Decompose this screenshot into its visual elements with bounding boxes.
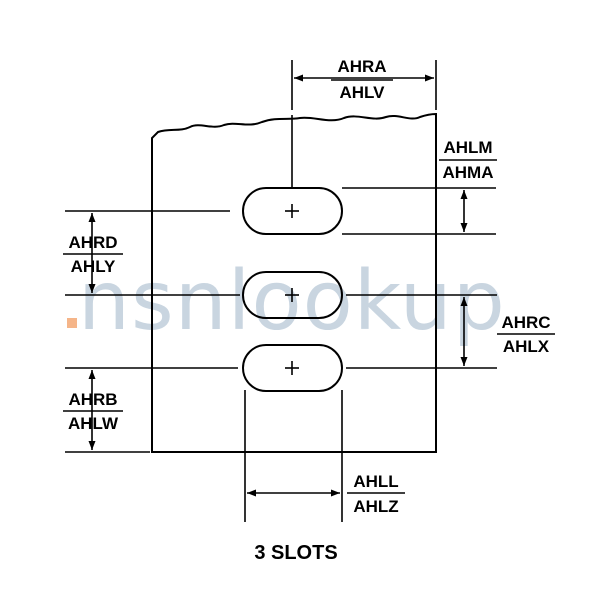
slot-top	[242, 187, 343, 235]
label-slot-height-2: AHMA	[443, 163, 494, 182]
label-bottom-offset-1: AHRB	[68, 390, 117, 409]
label-top-width-2: AHLV	[339, 83, 385, 102]
part-outline	[151, 112, 437, 453]
label-top-width-1: AHRA	[337, 57, 386, 76]
dimension-top-width: AHRA AHLV	[291, 57, 437, 110]
label-slot-length-2: AHLZ	[353, 497, 398, 516]
label-slot-length-1: AHLL	[353, 472, 398, 491]
centerlines	[65, 115, 497, 369]
slot-middle	[242, 271, 343, 319]
watermark-dot	[67, 318, 77, 328]
dimension-slot-pitch: AHRC AHLX	[460, 297, 555, 366]
label-bottom-offset-2: AHLW	[68, 414, 119, 433]
label-slot-pitch-2: AHLX	[503, 337, 550, 356]
label-slot-height-1: AHLM	[443, 138, 492, 157]
dimension-slot-length: AHLL AHLZ	[244, 390, 405, 522]
label-top-offset-2: AHLY	[71, 257, 116, 276]
label-slot-pitch-1: AHRC	[501, 313, 550, 332]
dimension-top-offset: AHRD AHLY	[63, 213, 123, 293]
label-top-offset-1: AHRD	[68, 233, 117, 252]
watermark: nsnlookup	[67, 254, 505, 349]
dimension-slot-height: AHLM AHMA	[342, 138, 497, 235]
slot-bottom	[242, 344, 343, 392]
dimension-bottom-offset: AHRB AHLW	[63, 370, 150, 453]
caption: 3 SLOTS	[254, 542, 337, 564]
